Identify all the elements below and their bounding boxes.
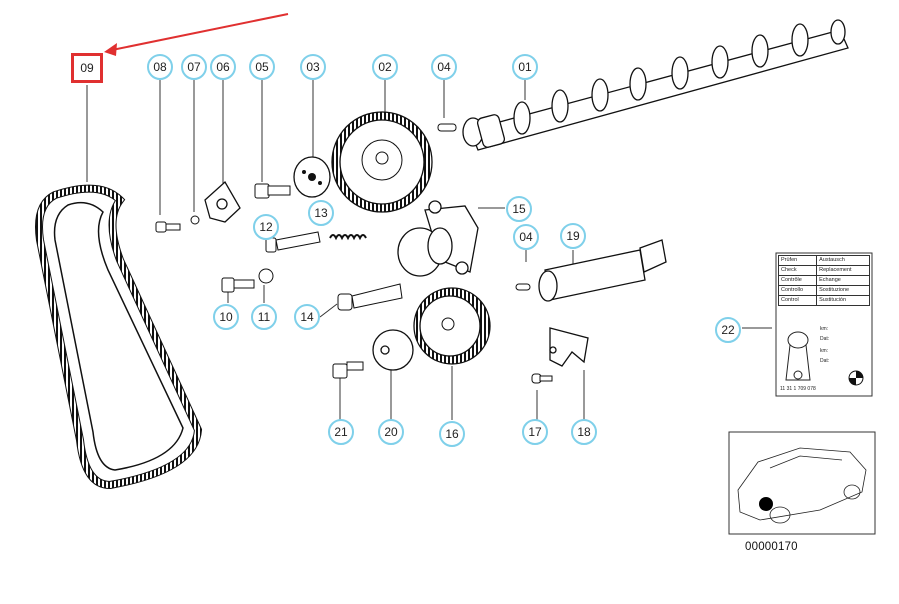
diagram-reference-number: 00000170 — [745, 541, 798, 553]
cover-plate — [549, 327, 589, 367]
tension-spring — [329, 234, 367, 241]
callout-03[interactable]: 03 — [300, 54, 326, 80]
callout-20[interactable]: 20 — [378, 419, 404, 445]
callout-18[interactable]: 18 — [571, 419, 597, 445]
tensioner-pulley — [413, 287, 491, 365]
allen-screw — [155, 221, 181, 233]
callout-16[interactable]: 16 — [439, 421, 465, 447]
callout-19[interactable]: 19 — [560, 223, 586, 249]
leader-lines — [86, 80, 772, 420]
label-field-km-2: km: — [820, 348, 829, 354]
callout-22[interactable]: 22 — [715, 317, 741, 343]
callout-13[interactable]: 13 — [308, 200, 334, 226]
shaft-pin — [515, 283, 531, 291]
callout-06[interactable]: 06 — [210, 54, 236, 80]
washer-ring — [258, 268, 274, 284]
flange-bolt — [332, 361, 364, 379]
callout-11[interactable]: 11 — [251, 304, 277, 330]
tensioner-bracket — [397, 200, 479, 277]
camshaft-sprocket — [331, 111, 433, 213]
callout-17[interactable]: 17 — [522, 419, 548, 445]
callout-04[interactable]: 04 — [431, 54, 457, 80]
callout-04-lower[interactable]: 04 — [513, 224, 539, 250]
pulley-hub — [372, 329, 414, 371]
sprocket-hub — [293, 156, 331, 198]
callout-08[interactable]: 08 — [147, 54, 173, 80]
callout-01[interactable]: 01 — [512, 54, 538, 80]
bolt — [254, 183, 291, 199]
label-field-km-1: km: — [820, 326, 829, 332]
guide-bolt — [265, 231, 321, 253]
callout-10[interactable]: 10 — [213, 304, 239, 330]
flange-plate — [204, 180, 241, 223]
callout-09-selected[interactable]: 09 — [71, 53, 103, 83]
callout-02[interactable]: 02 — [372, 54, 398, 80]
car-outline — [737, 447, 867, 524]
hex-bolt — [221, 277, 255, 293]
sleeve-bolt — [337, 283, 403, 311]
callout-12[interactable]: 12 — [253, 214, 279, 240]
timing-belt — [35, 184, 203, 490]
callout-05[interactable]: 05 — [249, 54, 275, 80]
label-field-dat-1: Dat: — [820, 336, 830, 342]
dowel-pin — [437, 123, 457, 132]
car-location-inset — [728, 431, 876, 535]
washer — [190, 215, 200, 225]
callout-21[interactable]: 21 — [328, 419, 354, 445]
callout-14[interactable]: 14 — [294, 304, 320, 330]
location-dot — [759, 497, 773, 511]
countersunk-screw — [531, 373, 553, 384]
highlight-arrow — [104, 13, 289, 56]
callout-15[interactable]: 15 — [506, 196, 532, 222]
callout-07[interactable]: 07 — [181, 54, 207, 80]
label-field-dat-2: Dat: — [820, 358, 830, 364]
camshaft — [462, 19, 849, 151]
intermediate-shaft — [538, 239, 667, 302]
label-belt-sketch — [785, 331, 811, 381]
label-part-number: 11 31 1 709 078 — [780, 386, 816, 392]
